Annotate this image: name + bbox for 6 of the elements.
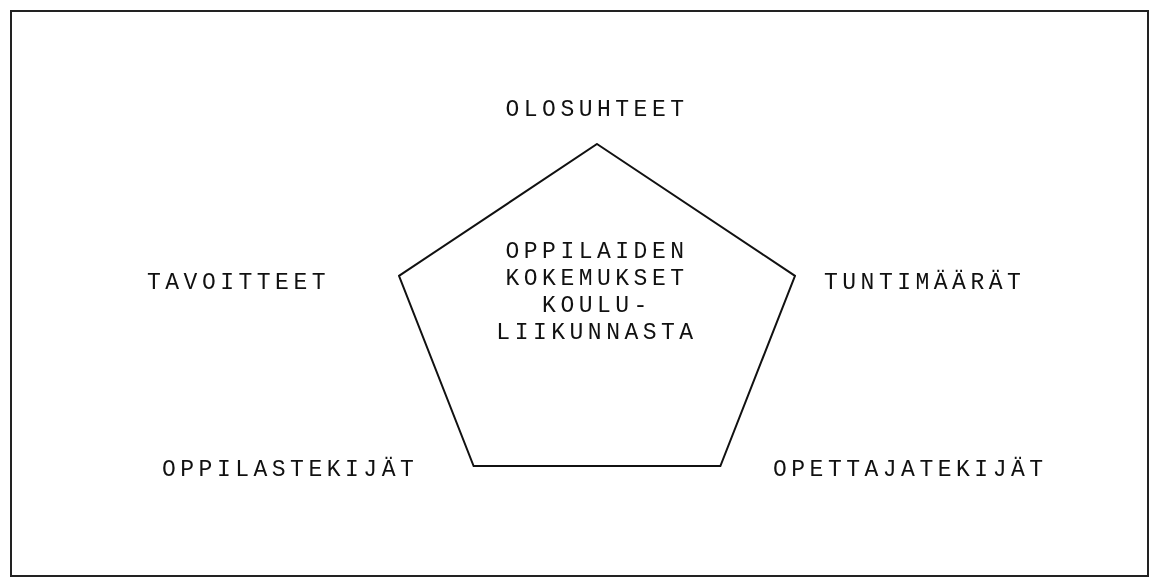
vertex-label: TAVOITTEET	[147, 270, 331, 296]
vertex-label: OLOSUHTEET	[505, 97, 689, 123]
center-text: OPPILAIDEN KOKEMUKSET KOULU- LIIKUNNASTA	[495, 239, 699, 347]
vertex-label: OPPILASTEKIJÄT	[162, 457, 419, 483]
vertex-label: OPETTAJATEKIJÄT	[773, 457, 1048, 483]
vertex-label: TUNTIMÄÄRÄT	[824, 270, 1026, 296]
